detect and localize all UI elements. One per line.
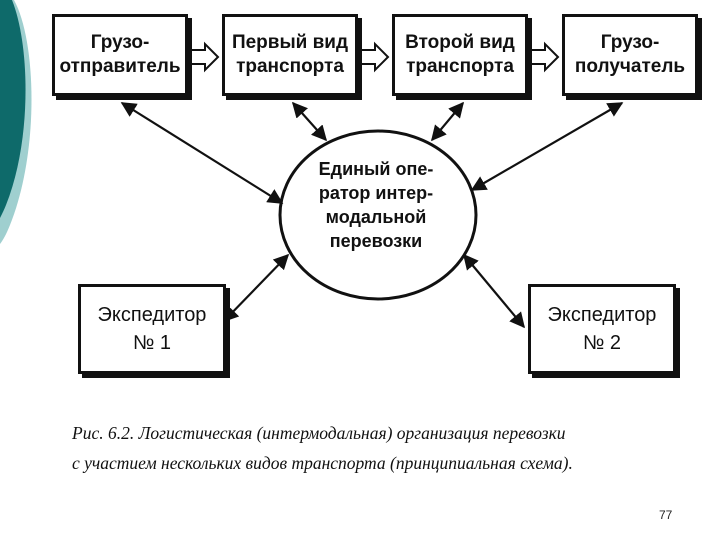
link-forwarder2-operator [463,253,525,329]
forwarder-1-box: Экспедитор № 1 [78,284,226,374]
operator-ellipse [278,129,478,301]
shipper-line-2: отправитель [59,56,181,77]
caption-line-2: с участием нескольких видов транспорта (… [72,453,573,473]
first-transport-line-1: Первый вид [231,32,349,53]
forwarder-2-line-2: № 2 [582,332,622,354]
link-shipper-operator [120,102,284,204]
forwarder-2-box: Экспедитор № 2 [528,284,676,374]
consignee-line-2: получатель [574,56,686,77]
operator-line-3: модальной [325,207,427,227]
shipper-box: Грузо- отправитель [52,14,188,96]
consignee-line-1: Грузо- [600,32,660,53]
link-transport2-operator [431,101,464,142]
first-transport-line-2: транспорта [236,56,344,77]
forwarder-2-line-1: Экспедитор [547,304,657,326]
second-transport-line-1: Второй вид [405,32,515,53]
consignee-box: Грузо- получатель [562,14,698,96]
flow-arrow-2 [360,41,390,73]
operator-line-1: Единый опе- [318,159,434,179]
forwarder-1-line-2: № 1 [132,332,172,354]
first-transport-box: Первый вид транспорта [222,14,358,96]
link-transport1-operator [291,101,328,142]
flow-arrow-1 [190,41,220,73]
operator-line-2: ратор интер- [318,183,434,203]
link-consignee-operator [470,102,624,191]
figure-caption: Рис. 6.2. Логистическая (интермодальная)… [72,418,692,478]
forwarder-1-line-1: Экспедитор [97,304,207,326]
second-transport-box: Второй вид транспорта [392,14,528,96]
caption-line-1: Рис. 6.2. Логистическая (интермодальная)… [72,423,566,443]
slide-corner-decoration [0,0,32,244]
flow-arrow-3 [530,41,560,73]
second-transport-line-2: транспорта [406,56,514,77]
link-forwarder1-operator [222,253,290,323]
operator-label: Единый опе- ратор интер- модальной перев… [296,157,456,253]
shipper-line-1: Грузо- [90,32,150,53]
page-number: 77 [659,508,673,522]
operator-line-4: перевозки [329,231,423,251]
